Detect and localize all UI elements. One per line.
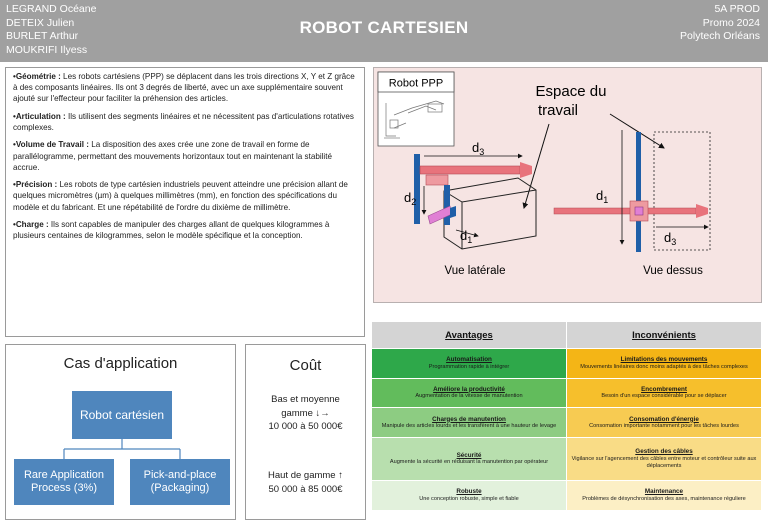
dimension-label: d1 xyxy=(460,228,472,245)
author-name: DETEIX Julien xyxy=(6,16,75,29)
info-text: Ils sont capables de manipuler des charg… xyxy=(13,219,330,241)
top-view-label: Vue dessus xyxy=(643,265,703,277)
info-paragraph: •Précision : Les robots de type cartésie… xyxy=(13,179,357,213)
top-view-drawing xyxy=(553,130,711,252)
promotion-year: Promo 2024 xyxy=(702,16,760,29)
cost-line: Bas et moyenne xyxy=(271,394,340,405)
info-label: •Charge : xyxy=(13,219,49,229)
cost-line: 50 000 à 85 000€ xyxy=(268,483,343,495)
cost-line: Haut de gamme ↑ xyxy=(268,470,343,481)
dimension-label: d3 xyxy=(664,230,676,247)
cost-low-range: Bas et moyenne gamme ↓→ 10 000 à 50 000€ xyxy=(246,393,365,434)
info-text: Les robots de type cartésien industriels… xyxy=(13,180,348,212)
info-paragraph: •Articulation : Ils utilisent des segmen… xyxy=(13,111,357,133)
info-label: •Articulation : xyxy=(13,111,66,121)
info-label: •Volume de Travail : xyxy=(13,140,90,150)
application-node: Pick-and-place (Packaging) xyxy=(130,459,230,505)
info-label: •Géométrie : xyxy=(13,72,61,81)
cost-title: Coût xyxy=(289,357,322,374)
author-name: MOUKRIFI Ilyess xyxy=(6,43,88,56)
robot-sketch-icon xyxy=(384,100,445,139)
page-title: ROBOT CARTESIEN xyxy=(299,18,469,37)
application-root-node: Robot cartésien xyxy=(72,391,172,439)
application-connectors xyxy=(63,439,181,459)
advantages-header: Avantages xyxy=(371,321,567,349)
application-title: Cas d'application xyxy=(63,355,178,372)
header-band: LEGRAND Océane DETEIX Julien BURLET Arth… xyxy=(0,0,768,62)
robot-ppp-label: Robot PPP xyxy=(389,78,443,90)
dimension-label: d1 xyxy=(596,188,608,205)
author-list: LEGRAND Océane DETEIX Julien BURLET Arth… xyxy=(6,3,96,57)
info-text: La disposition des axes crée une zone de… xyxy=(13,140,332,172)
side-view-drawing xyxy=(414,153,537,250)
kinematic-diagram: Robot PPP Espace du travail xyxy=(373,67,762,303)
info-paragraph: •Charge : Ils sont capables de manipuler… xyxy=(13,219,357,241)
table-header-row: Avantages Inconvénients xyxy=(371,321,762,349)
cost-high-range: Haut de gamme ↑ 50 000 à 85 000€ xyxy=(246,469,365,496)
robot-ppp-label-box xyxy=(377,71,455,93)
author-name: LEGRAND Océane xyxy=(6,3,97,15)
info-paragraph: •Géométrie : Les robots cartésiens (PPP)… xyxy=(13,71,357,105)
application-box: Cas d'application Robot cartésien Rare A… xyxy=(5,344,236,520)
application-node: Rare Application Process (3%) xyxy=(14,459,114,505)
workspace-label: Espace du xyxy=(536,83,607,100)
info-text: Ils utilisent des segments linéaires et … xyxy=(13,111,354,132)
cost-box: Coût Bas et moyenne gamme ↓→ 10 000 à 50… xyxy=(245,344,366,520)
cost-line: gamme ↓→ xyxy=(281,407,330,419)
course-level: 5A PROD xyxy=(714,3,760,15)
info-paragraph: •Volume de Travail : La disposition des … xyxy=(13,139,357,173)
workspace-label: travail xyxy=(538,102,578,119)
info-text: Les robots cartésiens (PPP) se déplacent… xyxy=(13,72,355,104)
diagram-svg: Robot PPP Espace du travail xyxy=(377,71,711,277)
school-name: Polytech Orléans xyxy=(680,30,760,43)
characteristics-box: •Géométrie : Les robots cartésiens (PPP)… xyxy=(5,67,365,337)
dimension-label: d2 xyxy=(404,190,416,207)
workspace-pointer xyxy=(522,123,550,209)
disadvantages-header: Inconvénients xyxy=(566,321,762,349)
side-view-label: Vue latérale xyxy=(445,265,506,277)
author-name: BURLET Arthur xyxy=(6,30,79,43)
dimension-label: d3 xyxy=(472,140,484,157)
info-label: •Précision : xyxy=(13,180,58,190)
workspace-pointer xyxy=(609,113,665,149)
cost-line: 10 000 à 50 000€ xyxy=(268,421,343,432)
course-info: 5A PROD Promo 2024 Polytech Orléans xyxy=(680,3,760,44)
